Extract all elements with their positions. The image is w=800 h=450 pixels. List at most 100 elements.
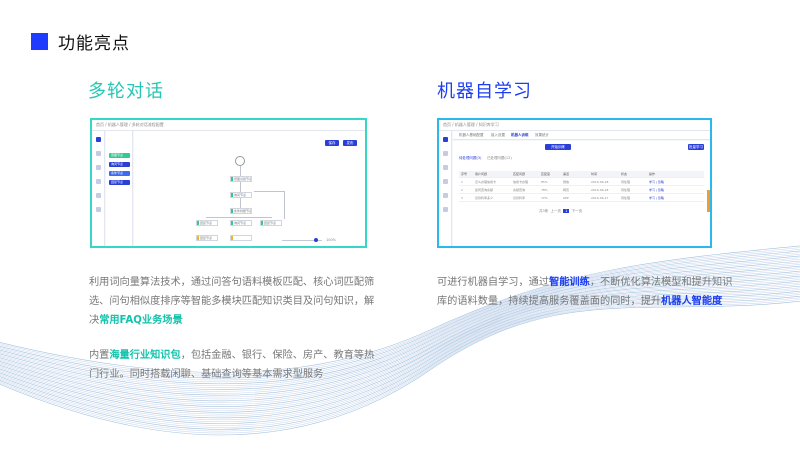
mini-flow-start [235, 156, 245, 166]
mini-robot-icon [443, 151, 448, 156]
wave-line [0, 280, 800, 413]
mini-side-tab [707, 190, 710, 212]
mini-settings-icon [96, 207, 101, 212]
flow-connector [240, 166, 241, 176]
mini-pagination: 共3条 上一页 1 下一页 [539, 209, 582, 214]
wave-line [0, 269, 800, 400]
mini-node-btn: 询问节点 [109, 162, 130, 167]
mini-tab: 效果统计 [535, 133, 549, 137]
wave-line [0, 255, 800, 385]
td: APP [563, 196, 569, 200]
wave-line [0, 259, 800, 388]
table-row: 2 如何查询余额 余额查询 78% 网页 2019-06-18 待处理 学习 |… [459, 187, 704, 194]
mini-save-button: 保存 [325, 140, 339, 146]
mini-flow-node: 询问节点 [230, 220, 252, 226]
multi-turn-desc-1: 利用词向量算法技术，通过问答句语料模板匹配、核心词匹配筛选、问句相似度排序等智能… [89, 273, 381, 330]
pg-text: 上一页 [550, 209, 561, 213]
td: 待处理 [621, 180, 631, 184]
mini-node-btn: 条件节点 [109, 171, 130, 176]
slide-header: 功能亮点 [31, 29, 130, 54]
th: 用户问题 [475, 172, 488, 176]
desc-text: 可进行机器自学习，通过 [437, 277, 550, 288]
multi-turn-desc-2: 内置海量行业知识包，包括金融、银行、保险、房产、教育等热门行业。同时搭载闲聊、基… [89, 346, 381, 384]
td: 1 [461, 180, 463, 184]
td: 贷款利率 [513, 196, 526, 200]
mini-home-icon [96, 137, 101, 142]
wave-line [0, 264, 800, 394]
mini-user-icon [96, 165, 101, 170]
desc-text: ，不断优化算法模型和提升知识库的语料数量，持续提高服务覆盖面的同时，提升 [437, 277, 733, 307]
td: 72% [541, 196, 548, 200]
mini-batch-button: 批量学习 [688, 144, 704, 150]
desc-highlight: 智能训练 [549, 277, 590, 288]
wave-line [0, 250, 800, 379]
mini-subtab: 已处理问题(12) [487, 156, 512, 160]
th: 匹配度 [541, 172, 551, 176]
desc-text: 利用词向量算法技术，通过问答句语料模板匹配、核心词匹配筛选、问句相似度排序等智能… [89, 277, 375, 326]
mini-publish-button: 发布 [343, 140, 357, 146]
mini-chart-icon [96, 179, 101, 184]
wave-line [0, 277, 800, 409]
mini-sidebar [439, 131, 452, 246]
mini-flow-node: 意图识别节点 [230, 176, 252, 182]
th: 匹配问题 [513, 172, 526, 176]
mini-tab-active: 机器人训练 [511, 133, 529, 137]
td: 学习 | 忽略 [649, 180, 664, 184]
td: 待处理 [621, 196, 631, 200]
td: 待处理 [621, 188, 631, 192]
wave-line [0, 294, 800, 428]
wave-line [0, 287, 800, 421]
self-learning-screenshot: 首页 / 机器人管理 / 知识库学习 机器人基础配置 接入设置 机器人训练 效果… [437, 118, 712, 248]
mini-node-btn: 回复节点 [109, 180, 130, 185]
desc-text: 内置 [89, 350, 110, 361]
mini-tab: 机器人基础配置 [459, 133, 484, 137]
table-row: 3 贷款利率多少 贷款利率 72% APP 2019-06-17 待处理 学习 … [459, 195, 704, 202]
zoom-handle [314, 238, 318, 242]
desc-highlight: 常用FAQ业务场景 [99, 315, 183, 326]
th: 时间 [591, 172, 598, 176]
zoom-track [282, 240, 322, 241]
wave-line [0, 260, 800, 390]
desc-text: ，包括金融、银行、保险、房产、教育等热门行业。同时搭载闲聊、基础查询等基本需求型… [89, 350, 375, 380]
zoom-label: 100% [326, 238, 337, 242]
mini-flow-canvas: 保存 发布 意图识别节点 询问节点 条件判断节点 回复节点 询问节点 回复节点 … [134, 131, 365, 246]
td: 贷款利率多少 [475, 196, 494, 200]
pg-text: 下一页 [571, 209, 583, 213]
td: 怎么办理信用卡 [475, 180, 497, 184]
mini-chart-icon [443, 179, 448, 184]
td: 学习 | 忽略 [649, 188, 664, 192]
mini-topbar: 首页 / 机器人管理 / 知识库学习 [439, 120, 710, 131]
mini-flow-node: 回复节点 [196, 220, 218, 226]
mini-robot-icon [96, 151, 101, 156]
wave-line [0, 253, 800, 383]
mini-topbar: 首页 / 机器人管理 / 多轮对话流程配置 [92, 120, 365, 131]
wave-line [0, 267, 800, 398]
wave-line [0, 299, 800, 434]
page-title: 功能亮点 [58, 34, 130, 54]
wave-line [0, 290, 800, 424]
wave-line [0, 289, 800, 423]
mini-flow-node: 询问节点 [230, 192, 252, 198]
mini-doc-icon [96, 193, 101, 198]
pg-current: 1 [563, 209, 570, 213]
wave-line [0, 248, 800, 377]
mini-breadcrumb: 首页 / 机器人管理 / 知识库学习 [443, 122, 499, 127]
wave-line [0, 282, 800, 415]
td: 如何查询余额 [475, 188, 494, 192]
td: 微信 [563, 180, 570, 184]
multi-turn-screenshot: 首页 / 机器人管理 / 多轮对话流程配置 意图节点 询问节点 条件节点 回复节… [90, 118, 367, 248]
mini-flow-node: 条件判断节点 [230, 208, 252, 214]
mini-subtab: 待处理问题(3) [459, 156, 482, 160]
flow-connector [206, 217, 272, 218]
mini-flow-node [230, 235, 252, 241]
feature-title-multi-turn: 多轮对话 [88, 81, 164, 102]
table-row: 1 怎么办理信用卡 信用卡办理 85% 微信 2019-06-18 待处理 学习… [459, 179, 704, 186]
feature-title-self-learning: 机器自学习 [437, 81, 532, 102]
td: 78% [541, 188, 548, 192]
desc-highlight: 海量行业知识包 [109, 350, 181, 361]
mini-settings-icon [443, 207, 448, 212]
td: 2 [461, 188, 463, 192]
flow-connector [254, 191, 284, 192]
wave-line [0, 274, 800, 405]
